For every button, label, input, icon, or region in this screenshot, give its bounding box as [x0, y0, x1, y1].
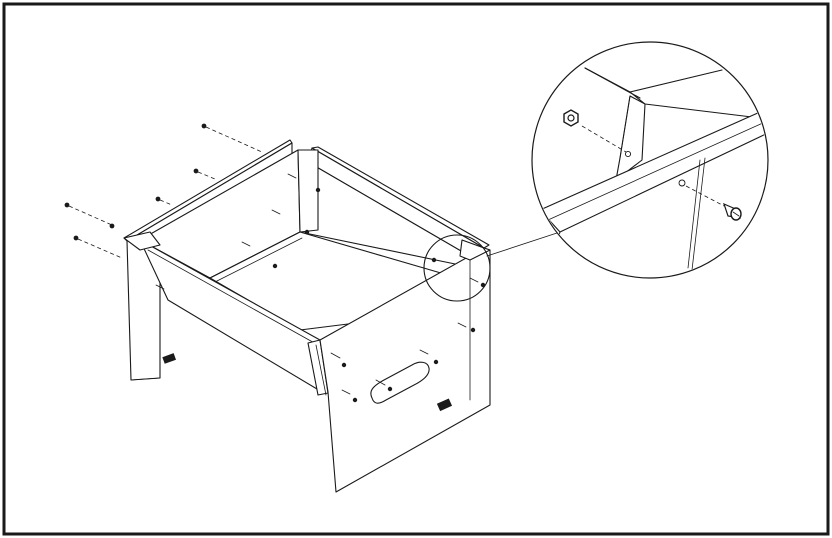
brand-logo — [162, 353, 177, 364]
handle-slot — [370, 361, 430, 404]
panel-edge-detail — [539, 67, 767, 277]
rear-panel — [307, 146, 490, 263]
hex-nut-icon — [563, 109, 579, 127]
right-front-panel — [319, 239, 491, 493]
bolt-icon — [723, 202, 742, 221]
brand-logo-front — [436, 398, 453, 412]
bolt-icon — [155, 196, 173, 206]
detail-callout — [423, 41, 769, 302]
bolt-icon — [73, 235, 123, 259]
bolt-icon — [155, 173, 479, 395]
bolts — [64, 123, 479, 395]
bolt-icon — [193, 168, 216, 180]
mounting-holes — [272, 187, 486, 403]
bolt-icon — [201, 123, 263, 153]
bolt-icon — [64, 202, 115, 229]
